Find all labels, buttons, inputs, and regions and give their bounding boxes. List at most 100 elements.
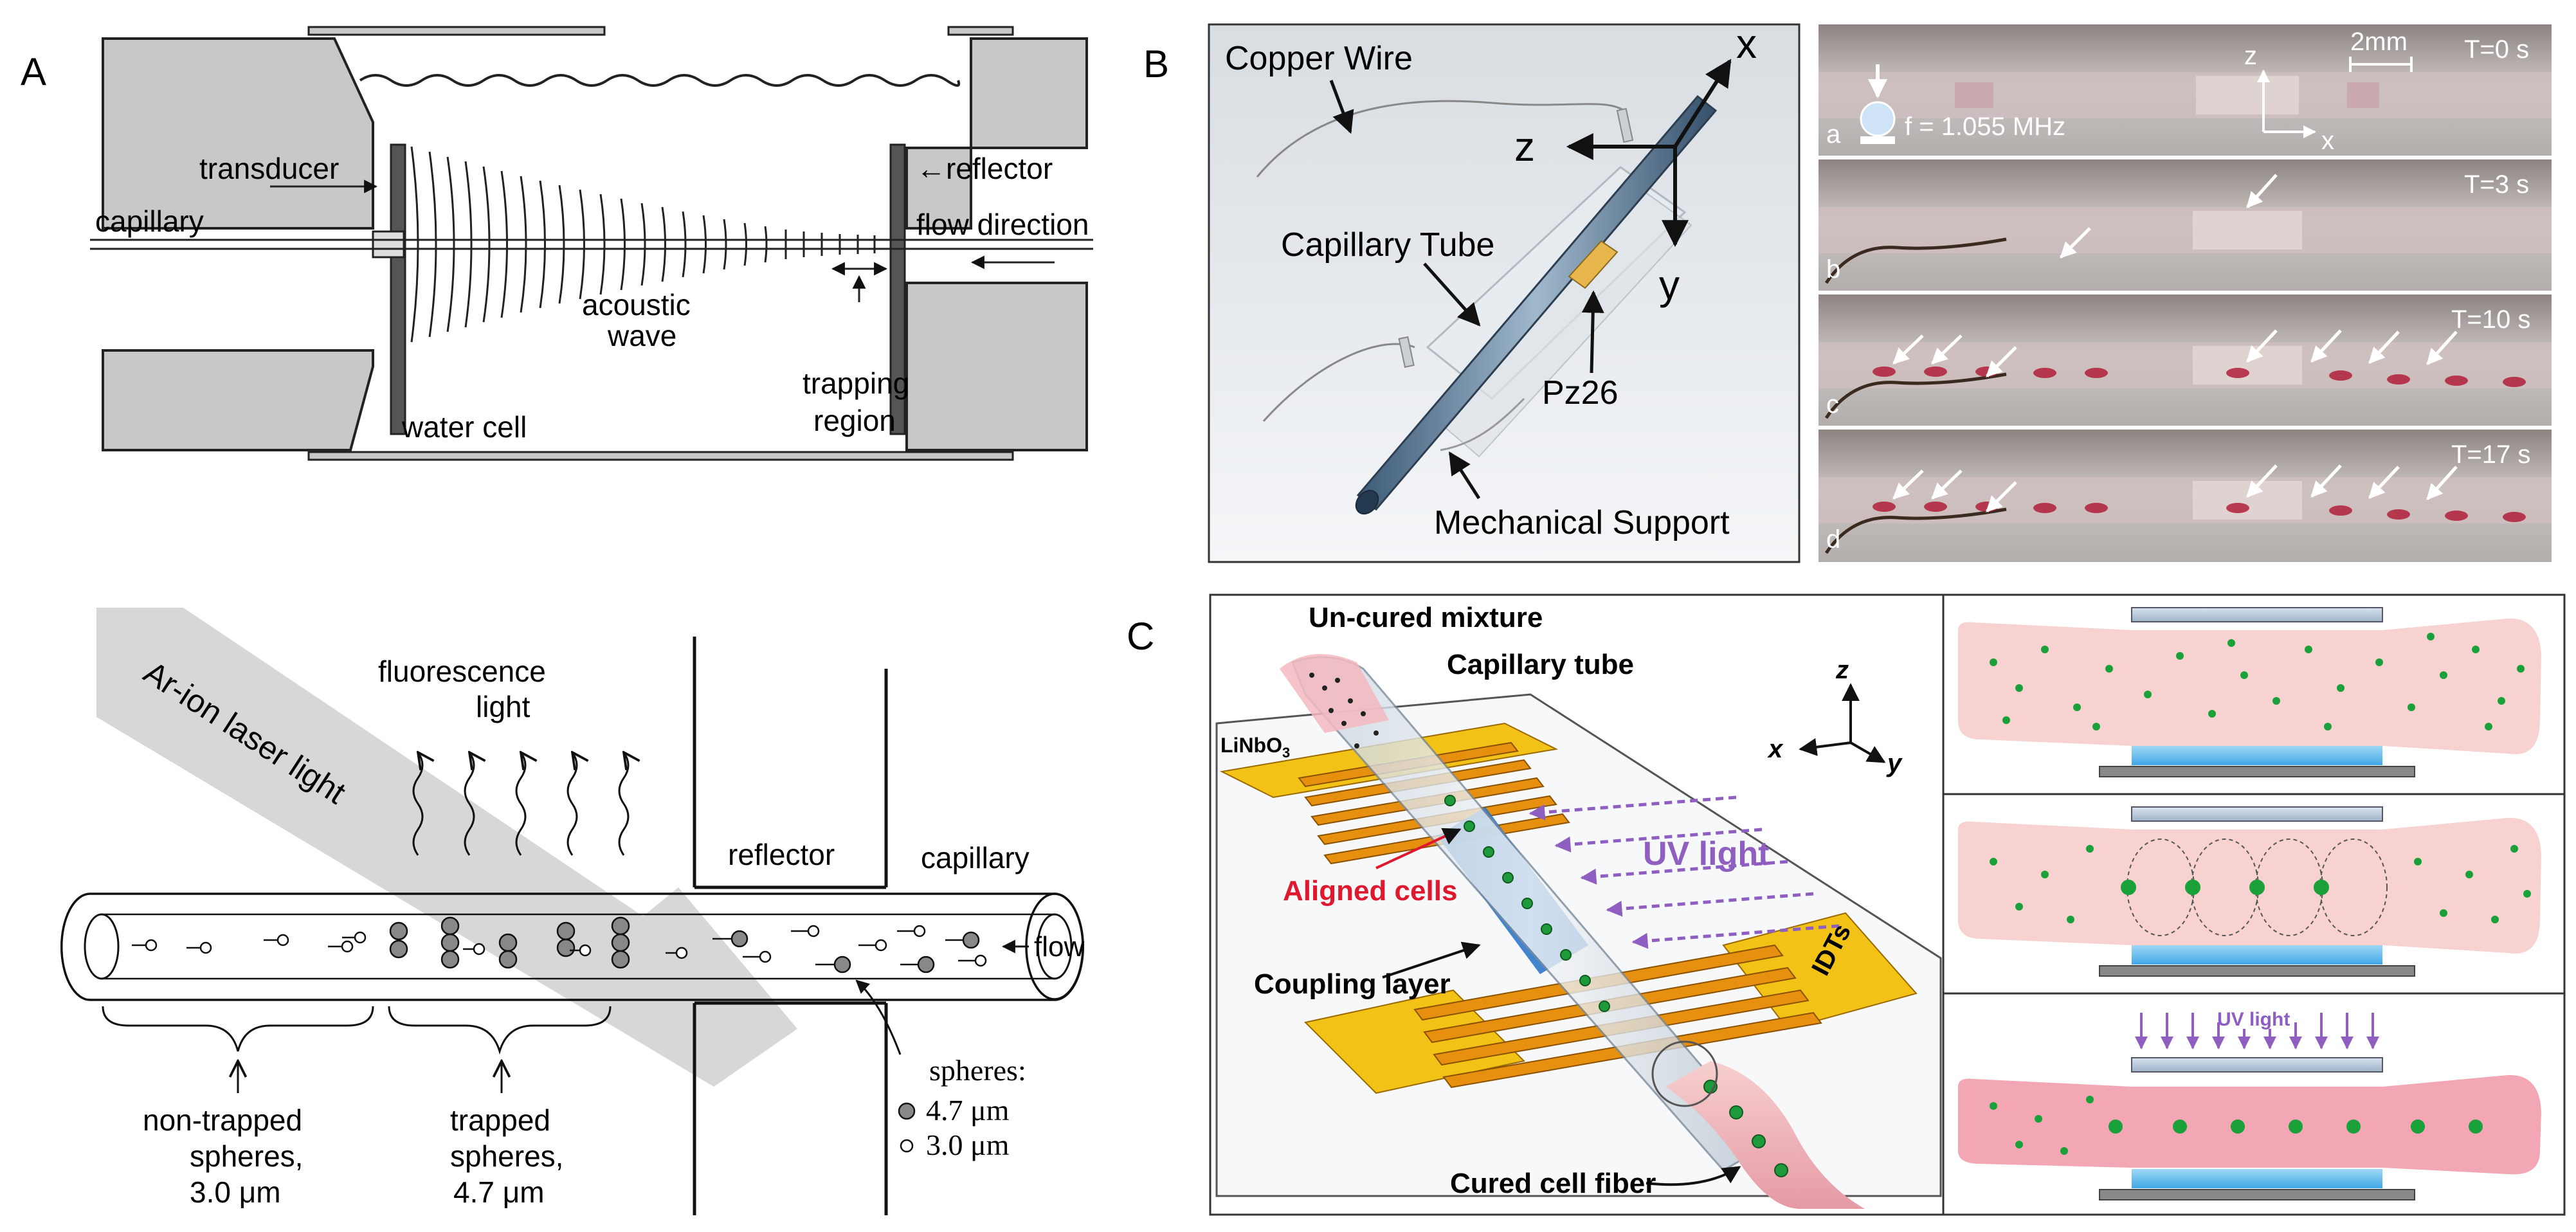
label-reflector-top: ←reflector: [916, 152, 1053, 185]
left-housing-top: [102, 37, 374, 230]
label-trapped-1: trapped: [450, 1103, 550, 1137]
panel-b-render: x z y Copper Wire Capillary Tube Pz26 Me…: [1208, 21, 1800, 563]
water-surface: [359, 74, 961, 87]
non-trapped-spheres: [132, 931, 367, 954]
photo-scale-label: 2mm: [2350, 28, 2408, 56]
pointer-support: [1448, 451, 1481, 500]
label-reflector-bottom: reflector: [728, 838, 835, 871]
step-3: UV light: [1958, 1009, 2541, 1200]
photo-frame-a: [1819, 24, 2552, 156]
axis-x-label: x: [1736, 21, 1757, 67]
panel-label-c: C: [1127, 615, 1154, 658]
support-post-2: [1398, 336, 1415, 368]
c-axis-x-label: x: [1767, 735, 1784, 763]
pointer-pz26: [1581, 290, 1604, 374]
label-trapped-2: spheres,: [450, 1139, 563, 1173]
label-flow-direction: flow direction: [916, 208, 1089, 241]
panel-b-photos: f = 1.055 MHz 2mm z x a b c d T=0 s T=3 …: [1819, 24, 2552, 562]
frame-time-b: T=3 s: [2464, 170, 2529, 199]
flowing-spheres: [712, 925, 987, 974]
label-pz26: Pz26: [1542, 374, 1619, 412]
panel-label-a: A: [21, 50, 46, 93]
brace-trapped: [388, 1006, 612, 1055]
panel-a-bottom: fluorescence light Ar-ion laser light re…: [60, 608, 1084, 1215]
copper-wire-3: [1440, 397, 1525, 451]
label-acoustic: acoustic: [582, 288, 691, 322]
label-fluorescence-light: light: [476, 690, 531, 723]
label-flow: flow: [1034, 931, 1084, 963]
cell-top-plate-right: [947, 26, 1014, 36]
transducer-sphere-icon: [1860, 101, 1896, 137]
fluorescence-rays: [412, 752, 628, 856]
label-cured-fiber: Cured cell fiber: [1450, 1168, 1656, 1199]
reflector-walls: [693, 637, 888, 1215]
axis-z-label: z: [1514, 123, 1535, 170]
photo-frame-d: [1819, 430, 2552, 562]
label-uv-light: UV light: [1643, 835, 1769, 873]
axis-x-arrow: [1673, 59, 1732, 148]
label-nontrapped-1: non-trapped: [143, 1103, 302, 1137]
label-trapped-3: 4.7 μm: [453, 1175, 545, 1209]
frame-time-d: T=17 s: [2451, 440, 2530, 469]
c-axis-y: [1850, 741, 1886, 763]
label-capillary-bottom: capillary: [921, 841, 1029, 874]
label-capillary-c: Capillary tube: [1447, 649, 1634, 680]
cured-cell-fiber: [1665, 1061, 1865, 1209]
photo-frame-c: [1819, 294, 2552, 426]
legend-sphere-small: [900, 1139, 914, 1153]
photo-frame-b: [1819, 159, 2552, 291]
label-nontrapped-2: spheres,: [190, 1139, 303, 1173]
photo-white-arrows: [1892, 174, 2458, 512]
tube-end: [1355, 489, 1379, 515]
photo-axis-z-label: z: [2244, 42, 2257, 70]
pointer-capillary: [1423, 262, 1481, 327]
label-fluorescence: fluorescence: [378, 655, 546, 688]
step-1: [1958, 607, 2541, 777]
support-post-1: [1616, 107, 1634, 143]
step-2: [1958, 806, 2541, 977]
photo-axis-x-label: x: [2321, 127, 2334, 155]
cell-top-plate: [307, 26, 606, 36]
c-axis-y-label: y: [1886, 749, 1903, 777]
label-sphere-small: 3.0 μm: [926, 1128, 1010, 1161]
frame-time-c: T=10 s: [2451, 305, 2530, 334]
label-capillary-top: capillary: [95, 204, 204, 238]
fiber-magnifier: [1651, 1040, 1718, 1107]
panel-label-b: B: [1143, 42, 1169, 86]
label-trapping: trapping: [803, 367, 909, 400]
frame-time-a: T=0 s: [2464, 35, 2529, 64]
pointer-copper-wire: [1329, 80, 1354, 134]
trapped-small-mixed: [463, 943, 688, 959]
step-3-uv-label: UV light: [2217, 1009, 2290, 1030]
frame-letter-d: d: [1826, 525, 1840, 554]
label-region: region: [813, 404, 896, 437]
c-axis-z-label: z: [1835, 656, 1849, 684]
label-transducer: transducer: [199, 152, 339, 185]
label-linbo3: LiNbO3: [1220, 734, 1290, 761]
copper-wire-1: [1256, 100, 1628, 177]
uv-light-arrows: [1528, 795, 1840, 949]
legend-sphere-large: [898, 1102, 916, 1120]
transducer-mount: [372, 230, 405, 258]
frame-letter-c: c: [1826, 390, 1839, 419]
frame-letter-a: a: [1826, 120, 1841, 149]
label-uncured: Un-cured mixture: [1309, 602, 1543, 633]
label-coupling-layer: Coupling layer: [1254, 968, 1451, 1000]
uncured-dots: [1309, 673, 1379, 748]
brace-non-trapped: [102, 1006, 374, 1052]
acoustic-wavefronts: [410, 146, 876, 343]
label-aligned-cells: Aligned cells: [1283, 875, 1457, 907]
pointer-cured-fiber: [1646, 1166, 1741, 1186]
transducer-element: [390, 143, 406, 435]
right-housing-bottom: [905, 282, 1088, 451]
label-capillary-tube: Capillary Tube: [1281, 226, 1494, 264]
label-nontrapped-3: 3.0 μm: [190, 1175, 281, 1209]
label-sphere-large: 4.7 μm: [926, 1094, 1010, 1127]
label-mechanical-support: Mechanical Support: [1434, 504, 1730, 541]
axis-y-label: y: [1659, 262, 1680, 308]
right-housing-top: [905, 37, 1088, 230]
label-water-cell: water cell: [401, 410, 527, 444]
capillary-bore-left: [84, 913, 120, 980]
label-copper-wire: Copper Wire: [1225, 40, 1413, 77]
aligned-cell-clusters: [1444, 795, 1610, 1012]
